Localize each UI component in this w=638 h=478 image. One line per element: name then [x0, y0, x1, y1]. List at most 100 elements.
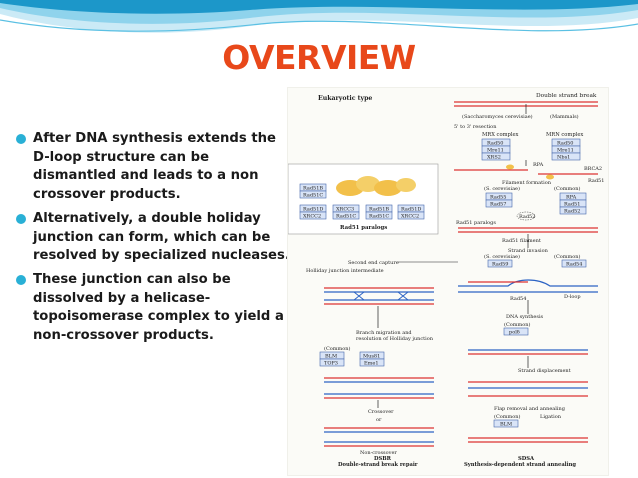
protein-box — [319, 358, 345, 367]
rad52-outline — [516, 211, 536, 221]
protein-box — [299, 211, 327, 220]
sdsa-full-label: Synthesis-dependent strand annealing — [464, 462, 576, 468]
bullet-dot-icon — [16, 274, 26, 285]
wave-dark-band — [0, 0, 638, 14]
paralogs-panel — [288, 163, 439, 235]
protein-box — [561, 259, 587, 268]
dna-synthesis-label: DNA synthesis — [506, 314, 544, 320]
protein-label: Rad51B — [303, 186, 323, 192]
second-end-label: Second end capture — [348, 260, 399, 266]
non-crossover-label: Non-crossover — [360, 450, 397, 456]
branch-label-2: resolution of Holliday junction — [356, 336, 434, 342]
protein-label: XRCC2 — [401, 214, 419, 220]
bullet-list: After DNA synthesis extends the D-loop s… — [16, 130, 292, 351]
protein-blob — [374, 180, 402, 196]
rad54-label: Rad54 — [510, 296, 526, 302]
or-label: or — [376, 417, 382, 423]
protein-label: Rad59 — [492, 262, 508, 268]
bullet-text: These junction can also be dissolved by … — [33, 271, 284, 344]
paralogs-label: Rad51 paralogs — [456, 220, 496, 226]
bullet-item: These junction can also be dissolved by … — [16, 271, 292, 346]
protein-label: Nbs1 — [557, 155, 570, 161]
bullet-dot-icon — [16, 213, 26, 224]
bullet-dot-icon — [16, 134, 26, 144]
protein-label: BLM — [500, 422, 512, 428]
protein-label: Rad51 — [564, 202, 580, 208]
bullet-text: After DNA synthesis extends the D-loop s… — [33, 131, 276, 203]
protein-box — [397, 211, 425, 220]
protein-label: XRCC3 — [336, 207, 354, 213]
protein-label: Rad51C — [369, 214, 389, 220]
protein-label: polδ — [509, 330, 520, 336]
mrx-label: MRX complex — [482, 132, 519, 138]
protein-label: RPA — [566, 195, 577, 201]
rad51-filament-label: Rad51 filament — [502, 238, 541, 244]
wave-line — [0, 19, 638, 32]
protein-box — [551, 152, 581, 161]
brca2-label: BRCA2 — [584, 166, 602, 172]
strand-invasion-label: Strand invasion — [508, 248, 549, 254]
protein-label: TOP3 — [324, 361, 338, 367]
protein-label: Mre11 — [557, 148, 574, 154]
sc-label: (S. cerevisiae) — [484, 185, 520, 192]
bullet-item: After DNA synthesis extends the D-loop s… — [16, 130, 292, 205]
protein-label: Rad50 — [557, 141, 573, 147]
common-label: (Common) — [554, 185, 580, 192]
common-label-3: (Common) — [504, 321, 530, 328]
diagram-header-left: Eukaryotic type — [318, 95, 372, 102]
slide-title: OVERVIEW — [222, 38, 416, 77]
holliday-crossing — [353, 291, 409, 301]
protein-label: Mus81 — [363, 354, 380, 360]
protein-box — [487, 259, 513, 268]
protein-box — [365, 211, 393, 220]
dna-strand-blue — [458, 279, 598, 287]
common-label-5: (Common) — [494, 413, 520, 420]
protein-label: Eme1 — [364, 361, 379, 367]
rad51-label: Rad51 — [588, 178, 604, 184]
protein-label: Rad54 — [566, 262, 582, 268]
protein-blob — [546, 174, 554, 180]
protein-label: Rad51D — [401, 207, 421, 213]
protein-box — [332, 211, 360, 220]
bullet-item: Alternatively, a double holiday junction… — [16, 210, 292, 266]
protein-label: Rad51D — [303, 207, 323, 213]
dsbr-full-label: Double-strand break repair — [338, 462, 418, 468]
dsbr-label: DSBR — [374, 456, 392, 462]
sdsa-label: SDSA — [518, 456, 535, 462]
sc-label-2: (S. cerevisiae) — [484, 253, 520, 260]
protein-blob — [506, 164, 514, 170]
protein-box — [503, 327, 529, 336]
protein-label: XRCC2 — [303, 214, 321, 220]
dsb-repair-diagram: Eukaryotic type Double strand break (Sac… — [287, 87, 609, 476]
protein-box — [559, 206, 587, 215]
header-wave-decoration — [0, 0, 638, 33]
resection-label: 5' to 3' resection — [454, 124, 497, 130]
strand-displacement-label: Strand displacement — [518, 368, 571, 374]
paralogs-box-title: Rad51 paralogs — [340, 225, 387, 231]
protein-box — [299, 190, 327, 199]
rpa-label: RPA — [533, 162, 544, 168]
protein-label: XRS2 — [487, 155, 501, 161]
protein-label: Rad50 — [487, 141, 503, 147]
dloop-label: D-loop — [564, 294, 581, 300]
protein-label: Rad51C — [303, 193, 323, 199]
protein-box — [359, 358, 385, 367]
protein-label: Mre11 — [487, 148, 504, 154]
mammals-label: (Mammals) — [550, 113, 579, 120]
crossover-label: Crossover — [368, 409, 394, 415]
protein-label: Rad51C — [336, 214, 356, 220]
flap-label: Flap removal and annealing — [494, 406, 566, 412]
diagram-header-right: Double strand break — [536, 93, 597, 99]
ligation-label: Ligation — [540, 414, 562, 420]
protein-label: Rad57 — [490, 202, 506, 208]
protein-box — [481, 152, 511, 161]
common-label-2: (Common) — [554, 253, 580, 260]
holliday-label: Holliday junction intermediate — [306, 268, 384, 274]
branch-label-1: Branch migration and — [356, 330, 412, 336]
filament-formation-label: Filament formation — [502, 180, 552, 186]
protein-blob — [396, 178, 416, 192]
yeast-label: (Saccharomyces cerevisiae) — [462, 113, 533, 120]
protein-box — [485, 199, 513, 208]
protein-box — [493, 419, 519, 428]
rad52-label: Rad52 — [519, 214, 535, 220]
